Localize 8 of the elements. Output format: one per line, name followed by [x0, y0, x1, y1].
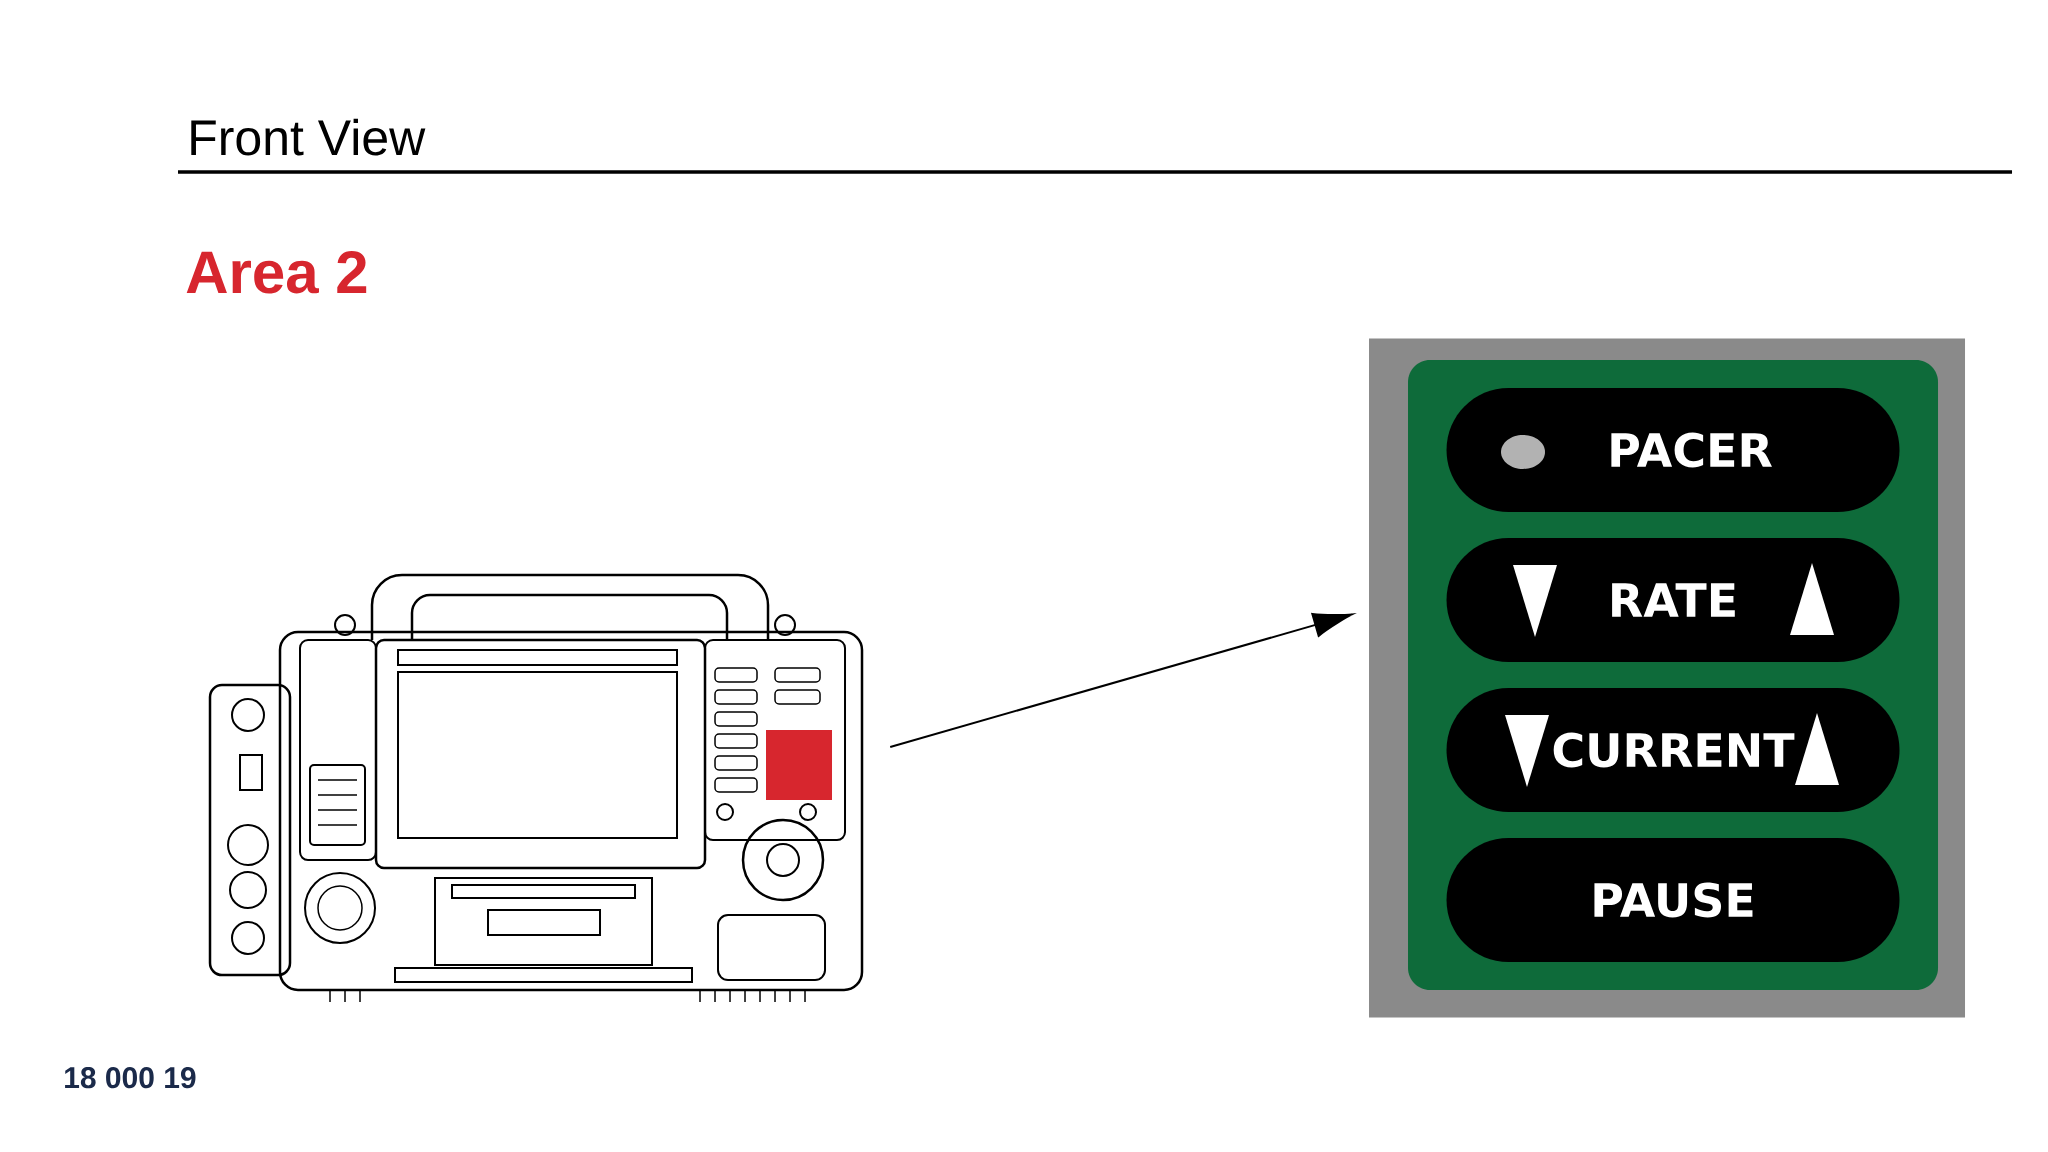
pill-button: PACER: [1446, 388, 1900, 512]
area-heading: Area 2: [186, 251, 367, 294]
page-title: Front View: [191, 118, 426, 156]
phone-number: 18 000 19: [65, 1067, 196, 1089]
pill-button: PAUSE: [1446, 838, 1900, 962]
pill-button: CURRENT: [1446, 688, 1900, 812]
defibrillator-drawing: [208, 573, 864, 1003]
pill-button: RATE: [1446, 538, 1900, 662]
